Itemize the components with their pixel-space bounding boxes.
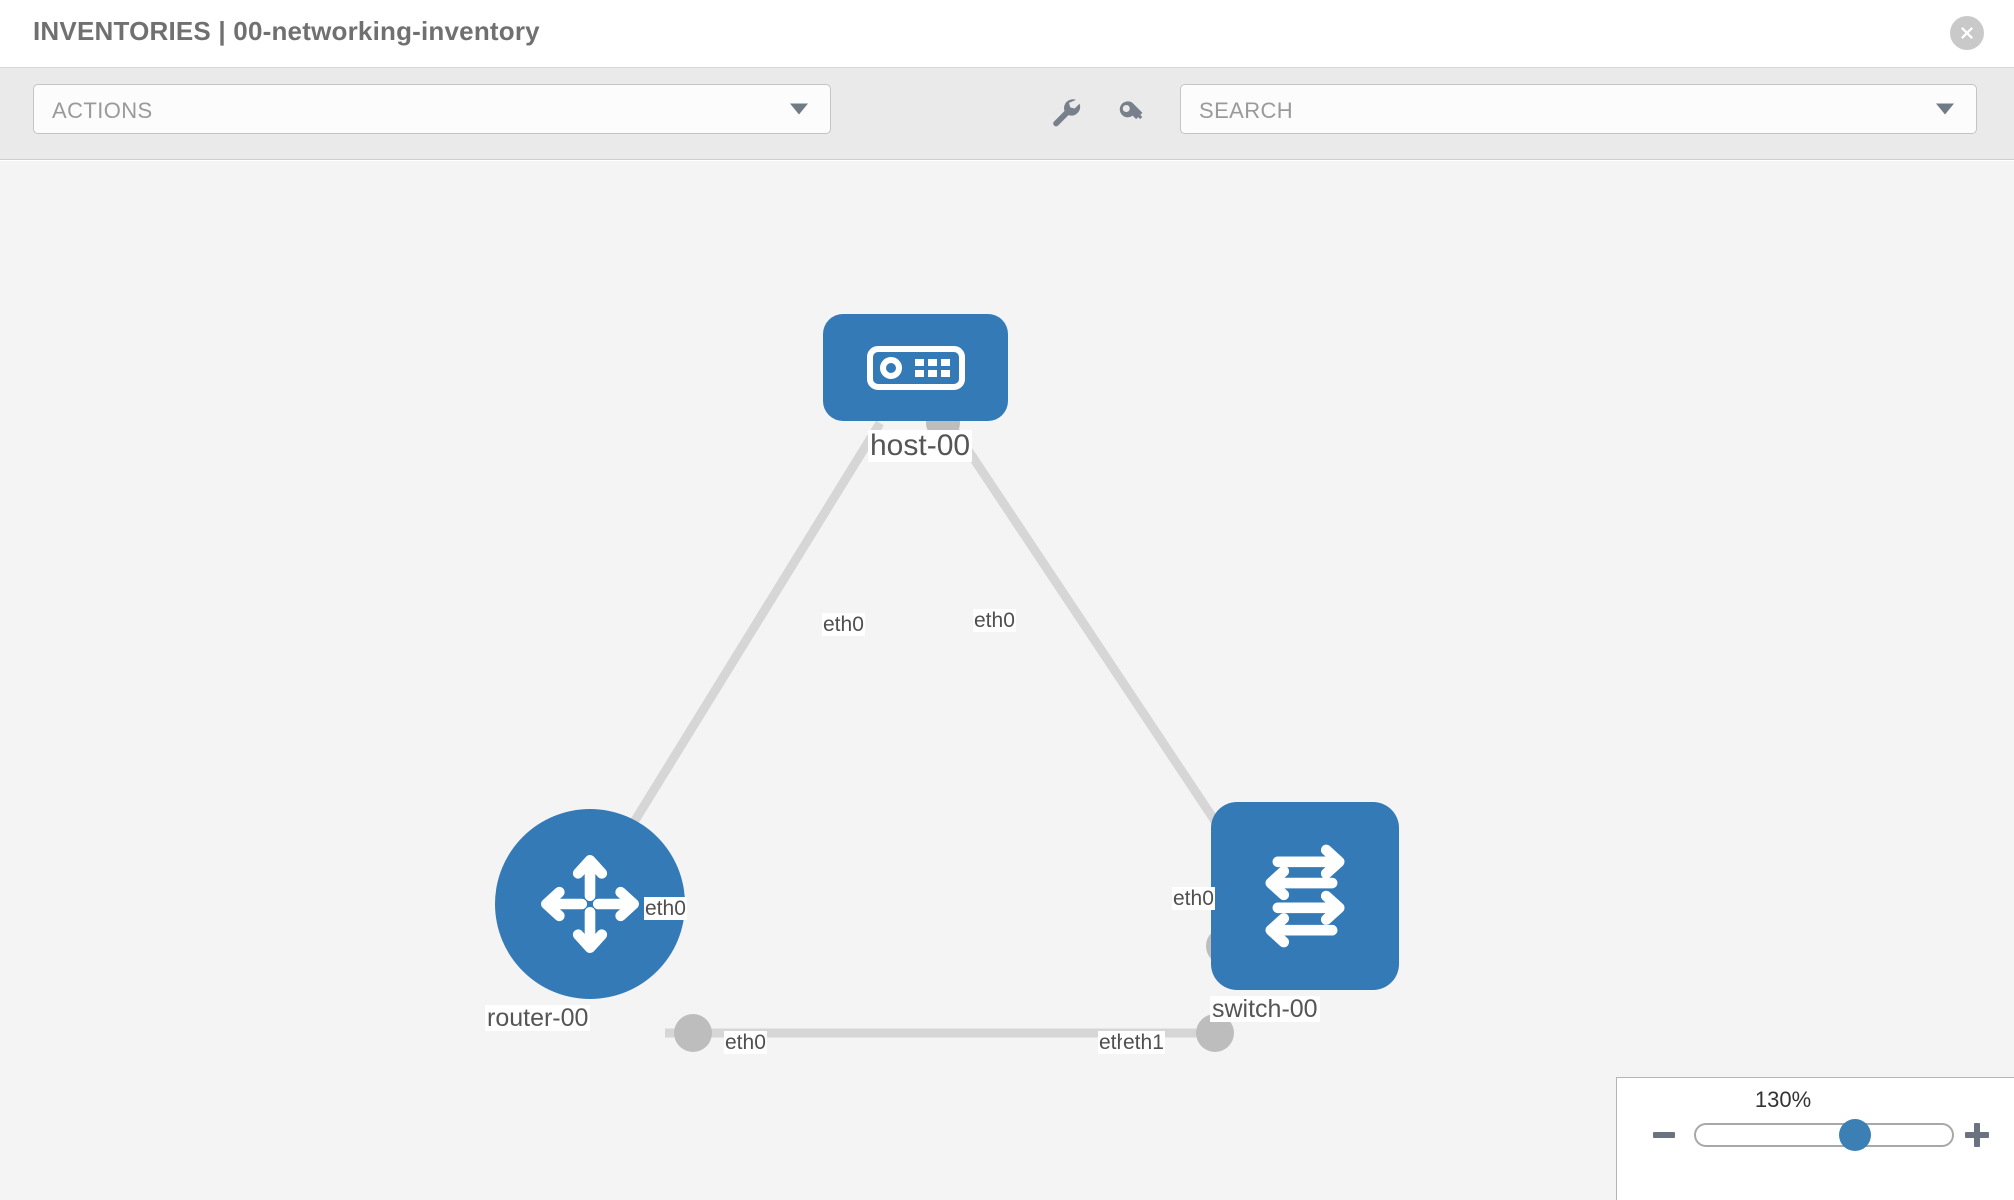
zoom-slider[interactable] [1694, 1119, 1954, 1151]
wrench-icon [1053, 99, 1081, 127]
connector-nub-router00-eth0[interactable] [674, 1014, 712, 1052]
node-host-00[interactable]: host-00 [823, 314, 1008, 462]
search-placeholder: SEARCH [1199, 98, 1294, 123]
edge-host00-switch00[interactable] [946, 420, 1239, 854]
iface-label-switch00-eth1: eth1 [1122, 1031, 1165, 1055]
iface-label-host00-right: eth0 [973, 609, 1016, 633]
switch-arrows-icon [1265, 844, 1345, 948]
node-host-00-label: host-00 [868, 429, 973, 462]
node-switch-00-shape [1211, 802, 1399, 990]
iface-label-router00-eth0: eth0 [724, 1031, 767, 1055]
chevron-down-icon [1936, 103, 1954, 115]
server-appliance-icon [866, 345, 965, 390]
node-router-00-shape [495, 809, 685, 999]
search-input[interactable]: SEARCH [1180, 84, 1977, 134]
minus-icon [1653, 1132, 1675, 1138]
edge-host00-router00[interactable] [606, 420, 884, 864]
close-icon [1961, 27, 1973, 39]
iface-label-switch00-uplink: eth0 [1172, 887, 1215, 911]
page-header: INVENTORIES | 00-networking-inventory [0, 0, 2014, 68]
plus-icon-cross [1965, 1132, 1989, 1138]
actions-dropdown[interactable]: ACTIONS [33, 84, 831, 134]
zoom-control-panel: 130% [1616, 1077, 2014, 1200]
node-router-00[interactable]: router-00 [485, 809, 685, 1031]
zoom-in-button[interactable] [1962, 1120, 1992, 1150]
topology-canvas[interactable]: host-00 router-00 [0, 161, 2014, 1200]
zoom-out-button[interactable] [1649, 1120, 1679, 1150]
router-arrows-icon [541, 855, 639, 953]
key-button[interactable] [1110, 96, 1154, 128]
chevron-down-icon [790, 103, 808, 115]
node-host-00-shape [823, 314, 1008, 421]
iface-label-host00-left: eth0 [822, 613, 865, 637]
close-button[interactable] [1950, 16, 1984, 50]
iface-label-router00-uplink: eth0 [644, 897, 687, 921]
node-switch-00[interactable]: switch-00 [1210, 802, 1399, 1022]
zoom-level-value: 130% [1754, 1087, 1812, 1112]
iface-label-switch00-eth-overlap: eth [1098, 1031, 1130, 1055]
wrench-button[interactable] [1043, 96, 1087, 128]
node-router-00-label: router-00 [485, 1004, 591, 1032]
actions-dropdown-label: ACTIONS [52, 98, 153, 123]
node-switch-00-label: switch-00 [1210, 995, 1320, 1023]
key-icon [1119, 101, 1143, 120]
page-title: INVENTORIES | 00-networking-inventory [33, 16, 540, 46]
zoom-slider-thumb[interactable] [1838, 1119, 1871, 1151]
